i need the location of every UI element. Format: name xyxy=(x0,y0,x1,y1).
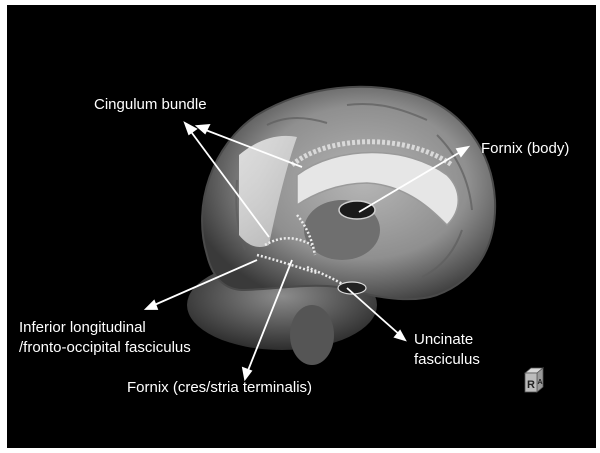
label-fornix-body: Fornix (body) xyxy=(481,139,569,158)
cube-face-r: R xyxy=(527,379,535,391)
cube-face-a: A xyxy=(537,379,542,386)
label-inferior-longitudinal-line2: /fronto-occipital fasciculus xyxy=(19,338,191,357)
label-uncinate-line2: fasciculus xyxy=(414,350,480,369)
label-fornix-cres: Fornix (cres/stria terminalis) xyxy=(127,378,312,397)
label-uncinate-line1: Uncinate xyxy=(414,330,473,349)
label-cingulum-bundle: Cingulum bundle xyxy=(94,95,207,114)
fornix-body-tract xyxy=(339,201,375,219)
orientation-cube-icon: R A xyxy=(523,367,545,393)
brainstem-shape xyxy=(290,305,334,365)
brain-render-viewport: Cingulum bundle Fornix (body) Inferior l… xyxy=(7,5,596,448)
label-inferior-longitudinal-line1: Inferior longitudinal xyxy=(19,318,146,337)
